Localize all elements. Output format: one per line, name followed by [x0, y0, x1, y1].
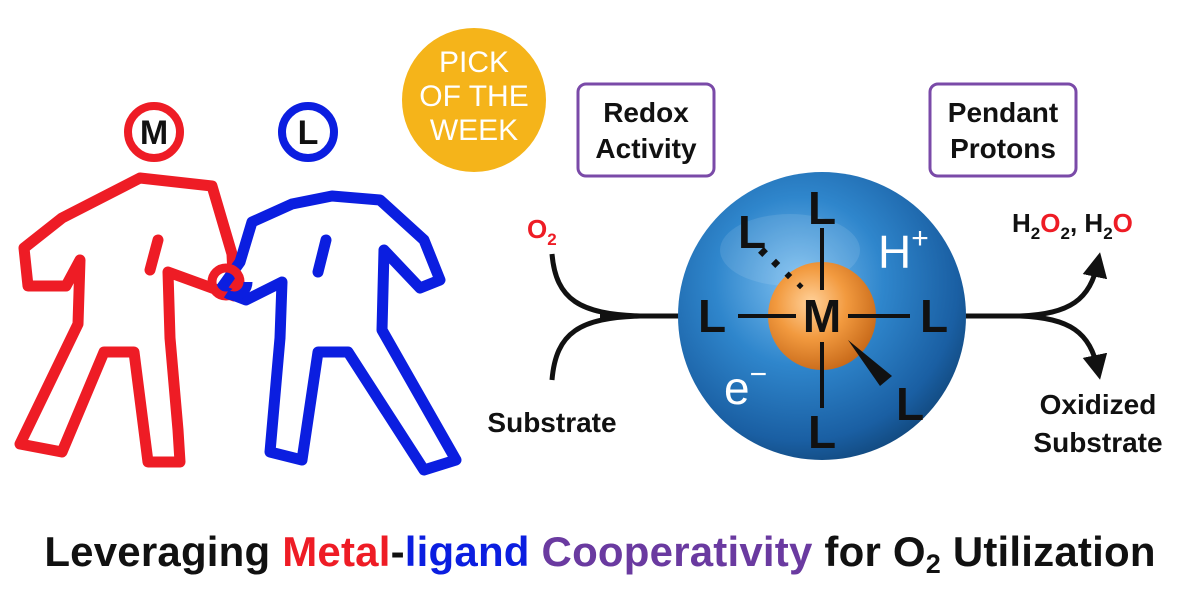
- caption-leveraging: Leveraging: [44, 528, 283, 575]
- product-arrows: [960, 252, 1108, 380]
- caption-dash: -: [390, 528, 405, 575]
- metal-core: [768, 262, 876, 370]
- h2o2-curve: [1019, 252, 1108, 319]
- handshake-blue-hand: [215, 263, 253, 301]
- ligand-figure-body: [214, 190, 462, 476]
- ligand-left: L: [698, 290, 726, 342]
- ligand-figure: L: [214, 102, 462, 476]
- ligand-back-left: L: [738, 206, 766, 258]
- caption-for-o: for O: [812, 528, 926, 575]
- metal-complex: M L L L L L L H+ e−: [678, 172, 966, 460]
- pendant-line-1: Pendant: [948, 97, 1058, 128]
- redox-line-2: Activity: [595, 133, 697, 164]
- o2-label: O2: [527, 214, 557, 249]
- bond-dashed: [758, 247, 804, 290]
- caption-subscript: 2: [925, 549, 941, 579]
- ligand-top: L: [808, 182, 836, 234]
- pendant-protons-box: Pendant Protons: [928, 82, 1078, 178]
- pendant-line-2: Protons: [950, 133, 1056, 164]
- caption-cooperativity: Cooperativity: [541, 528, 813, 575]
- metal-head: [124, 102, 184, 162]
- ligand-front-right: L: [896, 378, 924, 430]
- o2-curve: [549, 253, 641, 319]
- redox-line-1: Redox: [603, 97, 689, 128]
- metal-figure: M: [14, 102, 240, 468]
- bond-wedge: [848, 340, 892, 386]
- proton-label: H+: [878, 222, 929, 278]
- ligand-bottom: L: [808, 406, 836, 458]
- badge-line-1: PICK: [439, 46, 509, 79]
- metal-center-label: M: [803, 290, 841, 342]
- redox-activity-box: Redox Activity: [576, 82, 716, 178]
- metal-figure-body: [14, 172, 240, 468]
- products-label: H2O2, H2O: [1012, 208, 1133, 243]
- reactant-arrows: [549, 253, 700, 381]
- ligand-head: [278, 102, 338, 162]
- badge-line-3: WEEK: [430, 114, 518, 147]
- substrate-curve: [549, 313, 641, 381]
- badge-line-2: OF THE: [419, 80, 528, 113]
- pick-of-the-week-badge: PICK OF THE WEEK: [402, 28, 546, 172]
- caption-utilization: Utilization: [940, 528, 1156, 575]
- oxidized-line-2: Substrate: [1033, 427, 1162, 458]
- metal-head-label: M: [140, 114, 168, 152]
- ligand-head-label: L: [298, 114, 319, 152]
- substrate-label: Substrate: [487, 407, 616, 438]
- title-caption: Leveraging Metal-ligand Cooperativity fo…: [0, 528, 1200, 580]
- electron-label: e−: [724, 358, 767, 414]
- ligand-right: L: [920, 290, 948, 342]
- oxidized-line-1: Oxidized: [1040, 389, 1157, 420]
- caption-space: [530, 528, 542, 575]
- caption-metal: Metal: [282, 528, 391, 575]
- caption-ligand: ligand: [404, 528, 530, 575]
- oxidized-curve: [1019, 313, 1108, 380]
